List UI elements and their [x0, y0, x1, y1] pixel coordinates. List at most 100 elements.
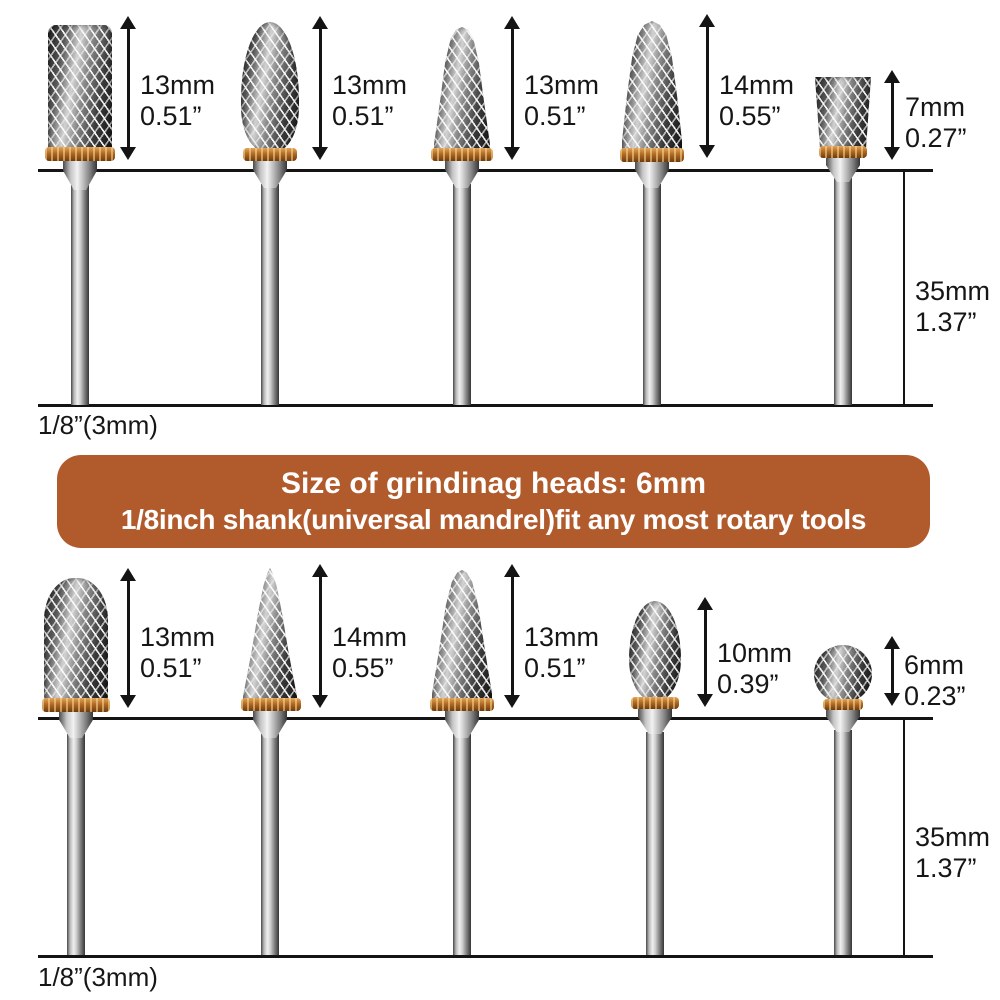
dim-inch: 0.55”	[719, 101, 781, 132]
arrow-down-icon	[504, 695, 520, 708]
arrow-up-icon	[699, 14, 715, 27]
dim-inch: 0.51”	[332, 101, 394, 132]
arrow-down-icon	[120, 147, 136, 160]
burr-shank	[261, 184, 279, 405]
dim-inch: 1.37”	[915, 853, 977, 884]
arrow-up-icon	[504, 16, 520, 29]
dim-mm: 14mm	[332, 622, 408, 652]
burr-collar	[826, 708, 860, 732]
braze-band	[631, 697, 679, 709]
dimension-arrow	[504, 16, 520, 160]
braze-band	[241, 698, 301, 711]
arrow-up-icon	[884, 636, 900, 649]
arrow-up-icon	[312, 16, 328, 29]
burr-head	[44, 578, 108, 702]
dim-mm: 10mm	[717, 638, 793, 668]
arrow-up-icon	[312, 564, 328, 577]
dimension-arrow	[312, 564, 328, 708]
burr-shank	[834, 178, 852, 405]
bottom-shank-length-line	[903, 718, 905, 955]
dim-inch: 0.27”	[905, 123, 967, 154]
arrow-up-icon	[120, 568, 136, 581]
arrow-down-icon	[699, 145, 715, 158]
top-bottom-rule	[38, 404, 933, 407]
arrow-up-icon	[884, 70, 900, 83]
burr-head	[814, 645, 872, 703]
braze-band	[431, 148, 493, 161]
dim-mm: 7mm	[905, 92, 965, 122]
dim-inch: 0.51”	[140, 101, 202, 132]
dim-mm: 35mm	[915, 822, 991, 852]
shank-diameter-label: 1/8”(3mm)	[38, 410, 158, 440]
dim-mm: 13mm	[140, 70, 216, 100]
burr-shank	[646, 732, 664, 955]
dim-mm: 14mm	[719, 70, 795, 100]
bottom-baseline-rule	[38, 717, 933, 720]
dimension-arrow	[697, 597, 713, 707]
top-baseline-rule	[38, 169, 933, 172]
braze-band	[823, 699, 863, 710]
braze-band	[45, 147, 115, 161]
dim-inch: 1.37”	[915, 307, 977, 338]
braze-band	[819, 146, 867, 158]
dim-mm: 13mm	[140, 622, 216, 652]
braze-band	[243, 148, 297, 161]
burr-head	[815, 77, 871, 149]
banner-line2: 1/8inch shank(universal mandrel)fit any …	[120, 504, 867, 535]
braze-band	[430, 698, 494, 711]
braze-band	[42, 698, 110, 712]
dim-inch: 0.39”	[717, 669, 779, 700]
burr-shank	[67, 734, 85, 955]
arrow-up-icon	[120, 16, 136, 29]
arrow-down-icon	[884, 693, 900, 706]
arrow-up-icon	[504, 564, 520, 577]
dimension-arrow	[884, 70, 900, 160]
dim-inch: 0.51”	[140, 653, 202, 684]
top-shank-length-line	[903, 170, 905, 406]
dim-mm: 35mm	[915, 276, 991, 306]
banner-line1: Size of grindinag heads: 6mm	[280, 467, 707, 500]
arrow-down-icon	[312, 147, 328, 160]
dim-mm: 13mm	[524, 622, 600, 652]
dimension-arrow	[884, 636, 900, 706]
arrow-up-icon	[697, 597, 713, 610]
arrow-down-icon	[697, 694, 713, 707]
dimension-arrow	[699, 14, 715, 158]
dim-inch: 0.51”	[524, 653, 586, 684]
dim-mm: 13mm	[332, 70, 408, 100]
burr-shank	[71, 184, 89, 405]
shank-diameter-label: 1/8”(3mm)	[38, 962, 158, 992]
burr-shank	[261, 734, 279, 955]
burr-shank	[643, 184, 661, 405]
arrow-down-icon	[312, 695, 328, 708]
dim-inch: 0.55”	[332, 653, 394, 684]
dimension-arrow	[120, 568, 136, 708]
burr-head	[629, 601, 681, 701]
arrow-down-icon	[504, 147, 520, 160]
dim-inch: 0.51”	[524, 101, 586, 132]
burr-shank	[453, 184, 471, 405]
burr-head	[241, 22, 299, 152]
dimension-arrow	[120, 16, 136, 160]
info-banner: Size of grindinag heads: 6mm 1/8inch sha…	[57, 455, 930, 548]
